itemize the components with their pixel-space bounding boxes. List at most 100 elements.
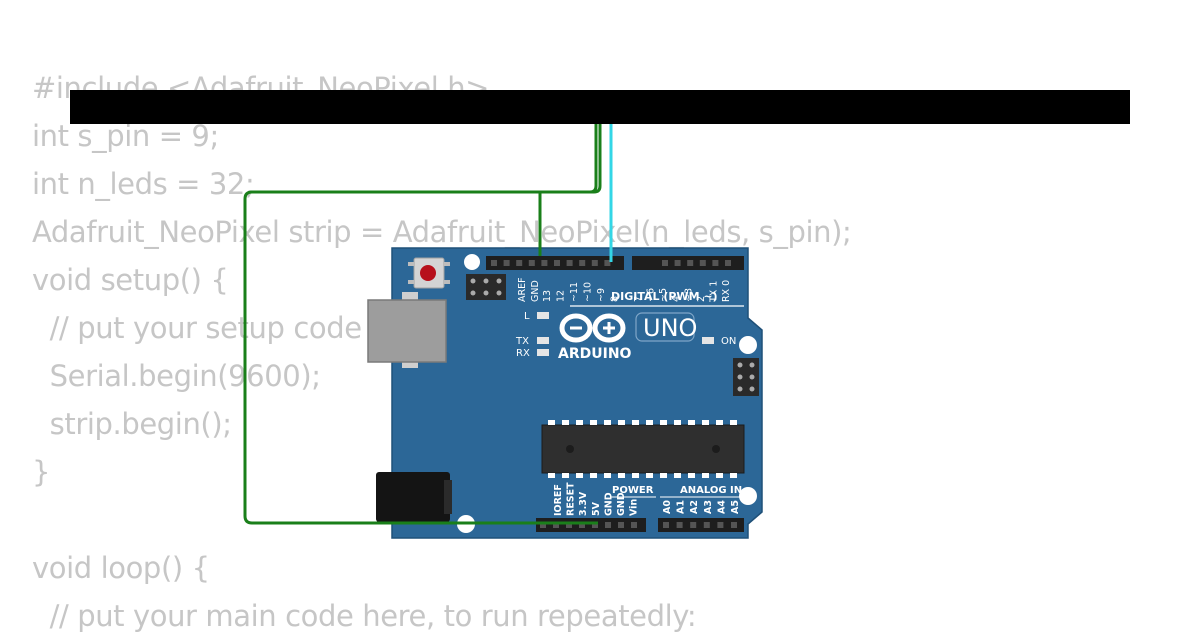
digital-pin-label: TX 1 [709, 281, 720, 303]
digital-pin-hole[interactable] [516, 260, 523, 266]
digital-pin-hole[interactable] [579, 260, 586, 266]
power-label: POWER [612, 485, 654, 496]
led-l [537, 312, 549, 319]
chip-leg [562, 473, 569, 478]
chip-leg [562, 420, 569, 425]
chip-leg [688, 473, 695, 478]
led-on [702, 337, 714, 344]
chip-leg [618, 420, 625, 425]
power-pin-label: IOREF [553, 484, 564, 516]
power-pin-hole[interactable] [605, 522, 611, 528]
analog-pin-hole[interactable] [690, 522, 697, 528]
led-tx [537, 337, 549, 344]
digital-pin-label: 7 [633, 296, 644, 302]
digital-pin-label: 12 [556, 290, 567, 302]
power-pin-hole[interactable] [592, 522, 598, 528]
digital-pin-hole[interactable] [662, 260, 668, 266]
analog-pin-label: A5 [730, 500, 741, 514]
power-pin-hole[interactable] [618, 522, 624, 528]
digital-pin-label: GND [530, 280, 541, 302]
analog-pin-hole[interactable] [717, 522, 724, 528]
analog-pin-hole[interactable] [663, 522, 669, 528]
power-jack [376, 472, 452, 522]
power-pin-label: 5V [591, 501, 602, 516]
led-l-label: L [524, 311, 530, 322]
digital-pin-hole[interactable] [687, 260, 694, 266]
digital-pin-hole[interactable] [554, 260, 560, 266]
chip-legs [548, 420, 737, 478]
analog-pin-hole[interactable] [703, 522, 710, 528]
analog-pin-label: A1 [676, 500, 687, 514]
digital-pin-label: ~3 [683, 288, 694, 302]
brand-label: ARDUINO [558, 346, 632, 362]
digital-pin-hole[interactable] [591, 260, 598, 266]
digital-pin-hole[interactable] [491, 260, 497, 266]
mounting-hole [739, 336, 757, 354]
chip-leg [548, 420, 555, 425]
led-rx-label: RX [516, 348, 530, 359]
digital-pin-label: ~6 [646, 288, 657, 302]
power-header [536, 518, 646, 532]
chip-leg [702, 420, 709, 425]
wire-gnd-green[interactable] [538, 124, 602, 256]
icsp-header-right [733, 358, 759, 396]
usb-port [367, 292, 447, 368]
chip-leg [730, 420, 737, 425]
digital-pin-hole[interactable] [699, 260, 706, 266]
analog-pin-hole[interactable] [731, 522, 737, 528]
code-line-9: } [32, 455, 51, 489]
chip-leg [674, 420, 681, 425]
chip-leg [646, 473, 653, 478]
bottom-pin-holes[interactable] [540, 522, 737, 528]
neopixel-strip[interactable] [70, 90, 1130, 124]
model-badge [635, 312, 695, 342]
code-line-7: Serial.begin(9600); [32, 359, 321, 393]
digital-pin-hole[interactable] [725, 260, 731, 266]
power-pin-hole[interactable] [553, 522, 559, 528]
digital-pin-hole[interactable] [604, 260, 611, 266]
digital-pin-hole[interactable] [674, 260, 681, 266]
chip-leg [688, 420, 695, 425]
code-line-8: strip.begin(); [32, 407, 232, 441]
power-pin-hole[interactable] [540, 522, 546, 528]
digital-pin-label: 2 [696, 296, 707, 302]
analog-pin-hole[interactable] [676, 522, 683, 528]
chip-leg [660, 473, 667, 478]
led-tx-label: TX [515, 336, 529, 347]
digital-pin-hole[interactable] [503, 260, 510, 266]
digital-pin-hole[interactable] [541, 260, 548, 266]
power-pin-label: GND [603, 492, 614, 516]
analog-pin-label: A2 [689, 500, 700, 514]
digital-pin-hole[interactable] [566, 260, 573, 266]
icsp-header [466, 274, 506, 300]
chip-leg [590, 420, 597, 425]
chip-leg [632, 473, 639, 478]
code-line-4: Adafruit_NeoPixel strip = Adafruit_NeoPi… [32, 215, 852, 249]
chip-leg [618, 473, 625, 478]
power-pin-label: 3.3V [578, 491, 589, 516]
digital-pin-hole[interactable] [528, 260, 535, 266]
chip-leg [604, 473, 611, 478]
mounting-hole [739, 487, 757, 505]
wire-5v-green[interactable] [243, 124, 598, 525]
power-pin-hole[interactable] [631, 522, 637, 528]
power-pin-hole[interactable] [566, 522, 572, 528]
digital-pin-holes[interactable] [491, 260, 731, 266]
reset-button[interactable] [408, 257, 450, 289]
chip-leg [604, 420, 611, 425]
chip-leg [716, 473, 723, 478]
code-line-2: int s_pin = 9; [32, 119, 219, 153]
model-label: UNO [643, 314, 697, 342]
chip-leg [548, 473, 555, 478]
chip-leg [576, 420, 583, 425]
power-pin-hole[interactable] [579, 522, 585, 528]
led-on-label: ON [721, 336, 736, 347]
logo-symbols [570, 322, 615, 334]
chip-leg [660, 420, 667, 425]
analog-header [658, 518, 744, 532]
digital-pin-hole[interactable] [712, 260, 719, 266]
power-pin-label: RESET [566, 482, 577, 516]
